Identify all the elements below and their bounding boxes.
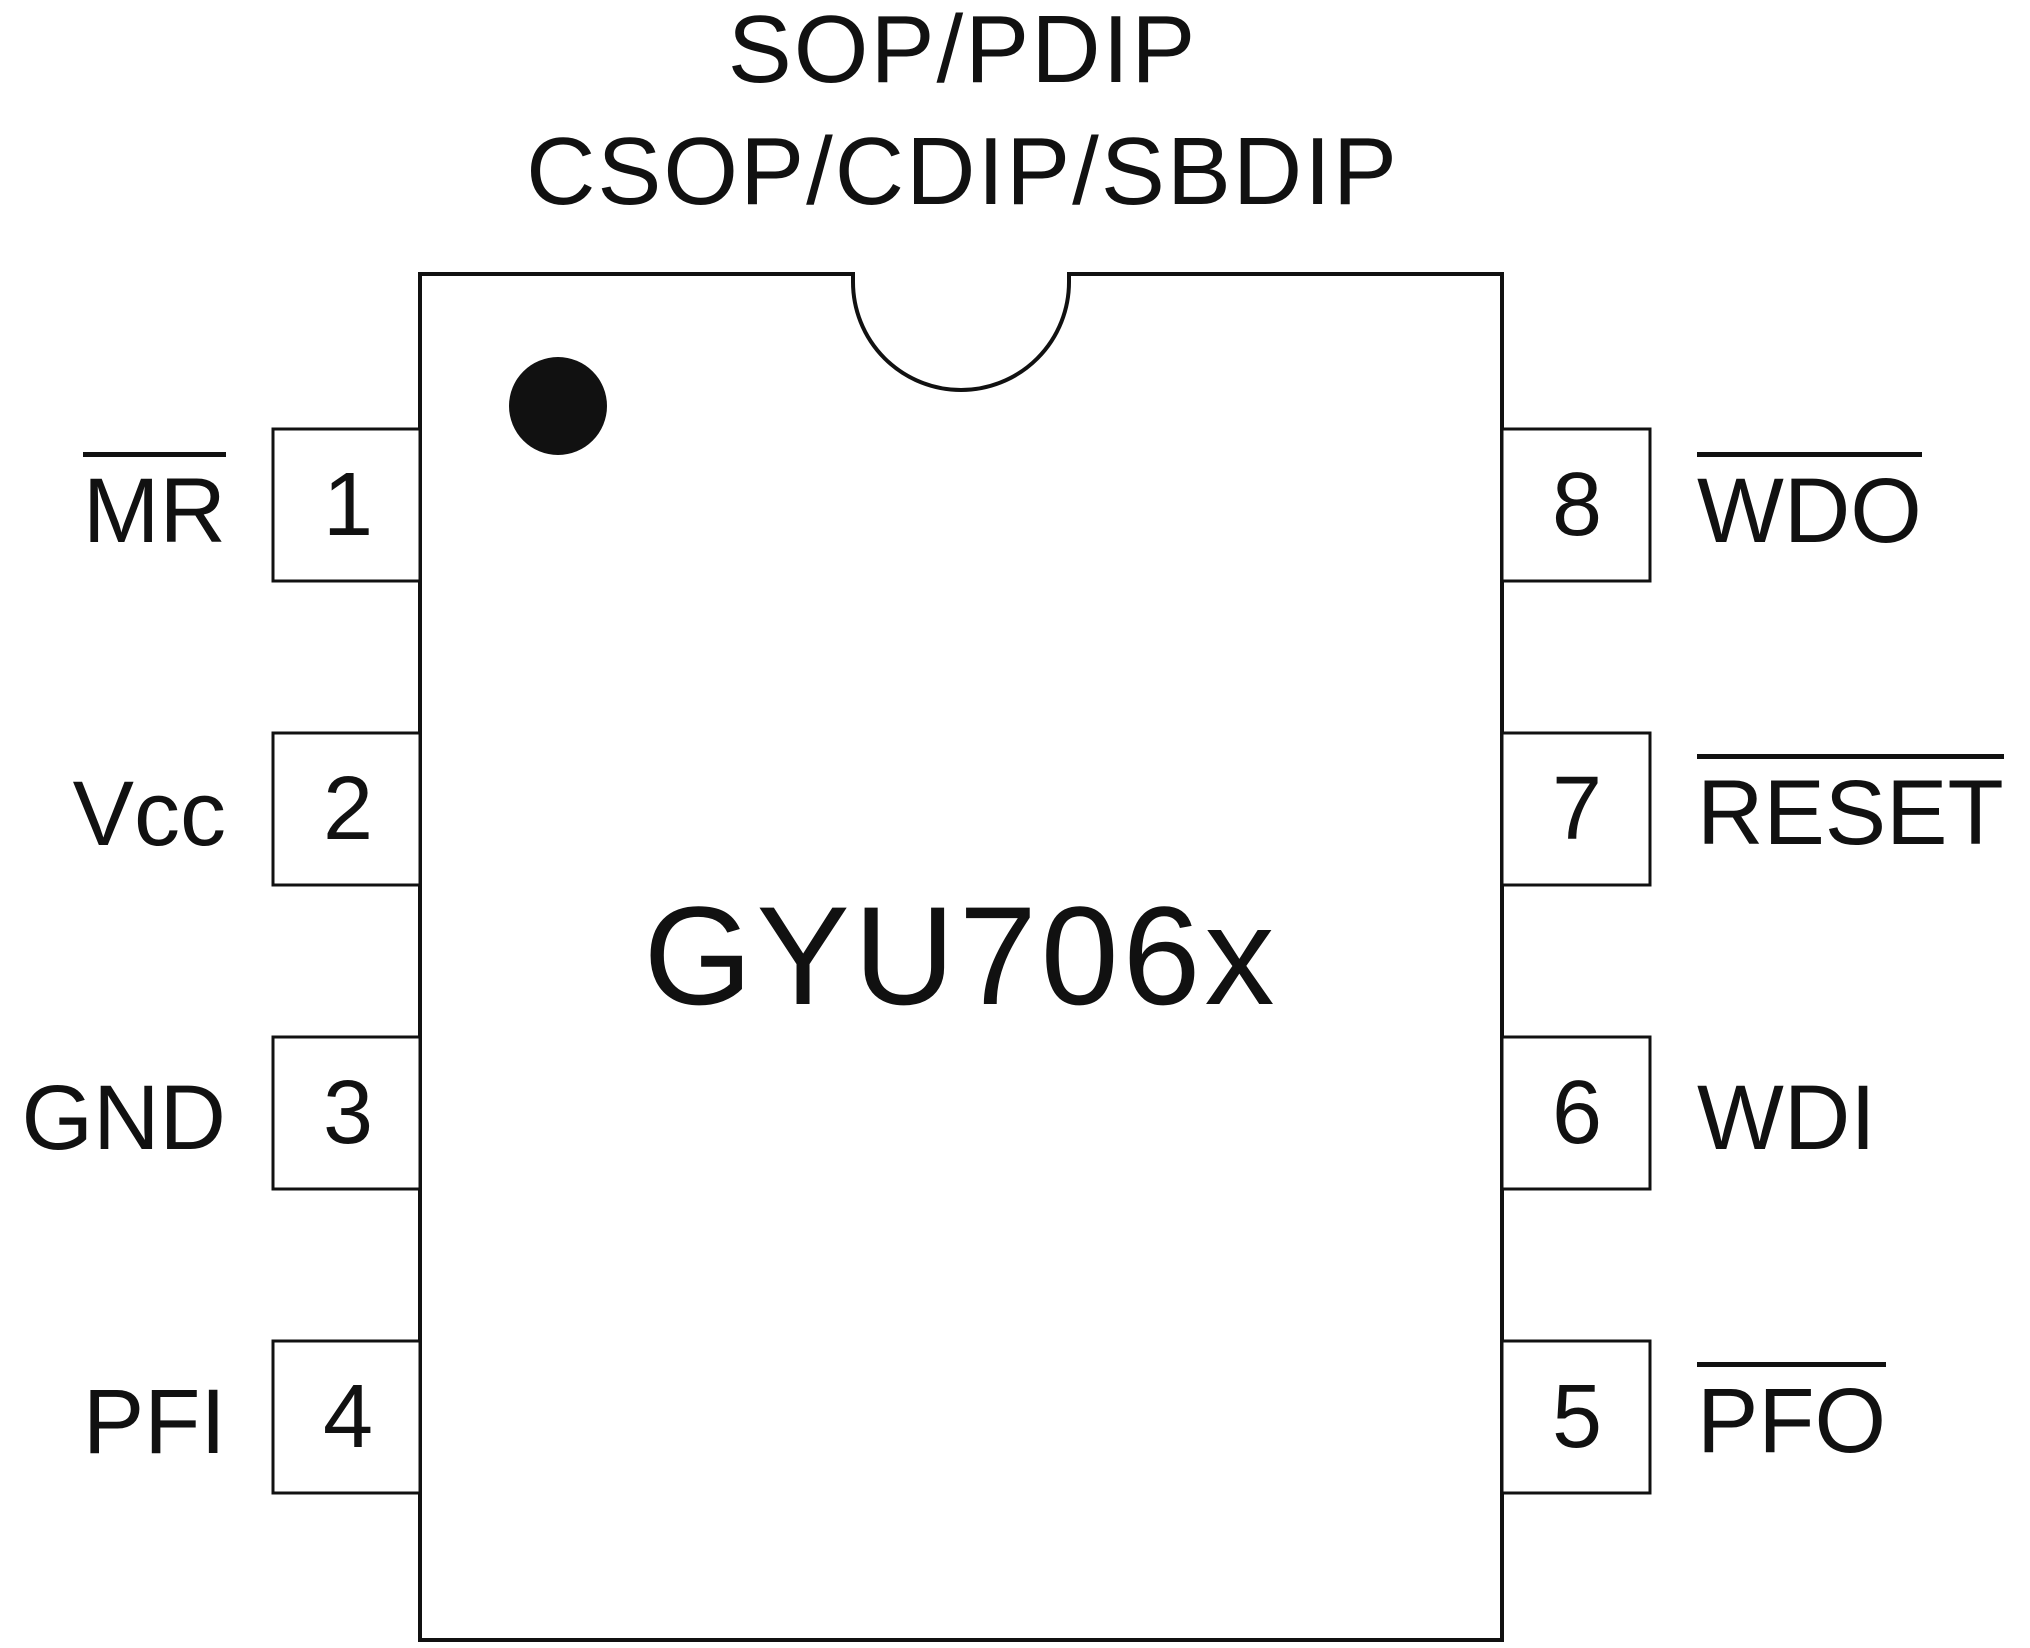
pin-label-pfo-text: PFO xyxy=(1697,1362,1887,1467)
pin-box-6 xyxy=(1500,1035,1652,1191)
pin-box-7 xyxy=(1500,731,1652,887)
pin-number-7: 7 xyxy=(1551,759,1603,859)
pin-label-vcc-text: Vcc xyxy=(72,763,226,865)
pin-number-4: 4 xyxy=(322,1367,374,1467)
pin-number-1: 1 xyxy=(322,455,374,555)
pin-label-vcc: Vcc xyxy=(0,768,226,868)
package-title-2: CSOP/CDIP/SBDIP xyxy=(526,118,1399,225)
pin-label-pfi: PFI xyxy=(0,1376,226,1476)
pin-box-3 xyxy=(271,1035,422,1191)
pin-number-3: 3 xyxy=(322,1063,374,1163)
pin-label-reset: RESET xyxy=(1697,754,2004,859)
pin1-indicator-dot xyxy=(509,357,607,455)
pin-label-pfi-text: PFI xyxy=(82,1371,226,1473)
chip-body-outline xyxy=(418,272,1504,1642)
pin-label-mr-text: MR xyxy=(82,452,226,557)
pin-label-wdi: WDI xyxy=(1697,1072,1876,1172)
pin-label-wdo: WDO xyxy=(1697,452,1922,557)
package-title-1: SOP/PDIP xyxy=(727,0,1198,103)
chip-part-number: GYU706x xyxy=(643,877,1279,1034)
pin-label-reset-text: RESET xyxy=(1697,754,2004,859)
pin-label-gnd: GND xyxy=(0,1072,226,1172)
pin-number-8: 8 xyxy=(1551,455,1603,555)
pin-number-5: 5 xyxy=(1551,1367,1603,1467)
pin-box-4 xyxy=(271,1339,422,1495)
pin-box-1 xyxy=(271,427,422,583)
pin-number-2: 2 xyxy=(322,759,374,859)
pin-box-5 xyxy=(1500,1339,1652,1495)
pin-label-wdi-text: WDI xyxy=(1697,1067,1876,1169)
pin-box-2 xyxy=(271,731,422,887)
pin-label-wdo-text: WDO xyxy=(1697,452,1922,557)
pin-number-6: 6 xyxy=(1551,1063,1603,1163)
pin-label-pfo: PFO xyxy=(1697,1362,1887,1467)
pin-label-gnd-text: GND xyxy=(21,1067,226,1169)
pin-label-mr: MR xyxy=(0,452,226,557)
pin-box-8 xyxy=(1500,427,1652,583)
